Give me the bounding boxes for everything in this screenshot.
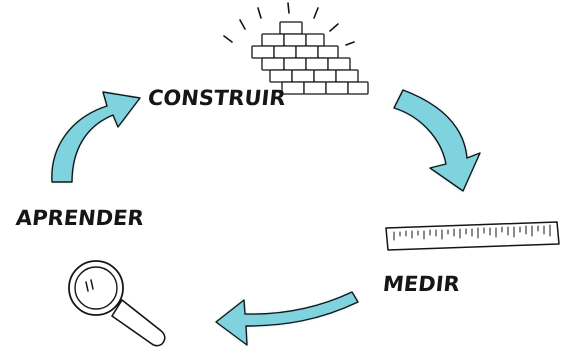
arrow-aprender-to-construir [51, 91, 141, 183]
ruler-icon [385, 221, 560, 251]
step-label-aprender: APRENDER [14, 206, 145, 230]
magnifying-glass-icon [68, 260, 166, 347]
arrow-construir-to-medir [393, 89, 481, 192]
arrow-medir-to-aprender [215, 291, 359, 346]
step-label-construir: CONSTRUIR [146, 86, 287, 110]
brick-wall-icon [251, 21, 369, 95]
step-label-medir: MEDIR [381, 272, 461, 296]
sparkle-lines [223, 2, 355, 46]
